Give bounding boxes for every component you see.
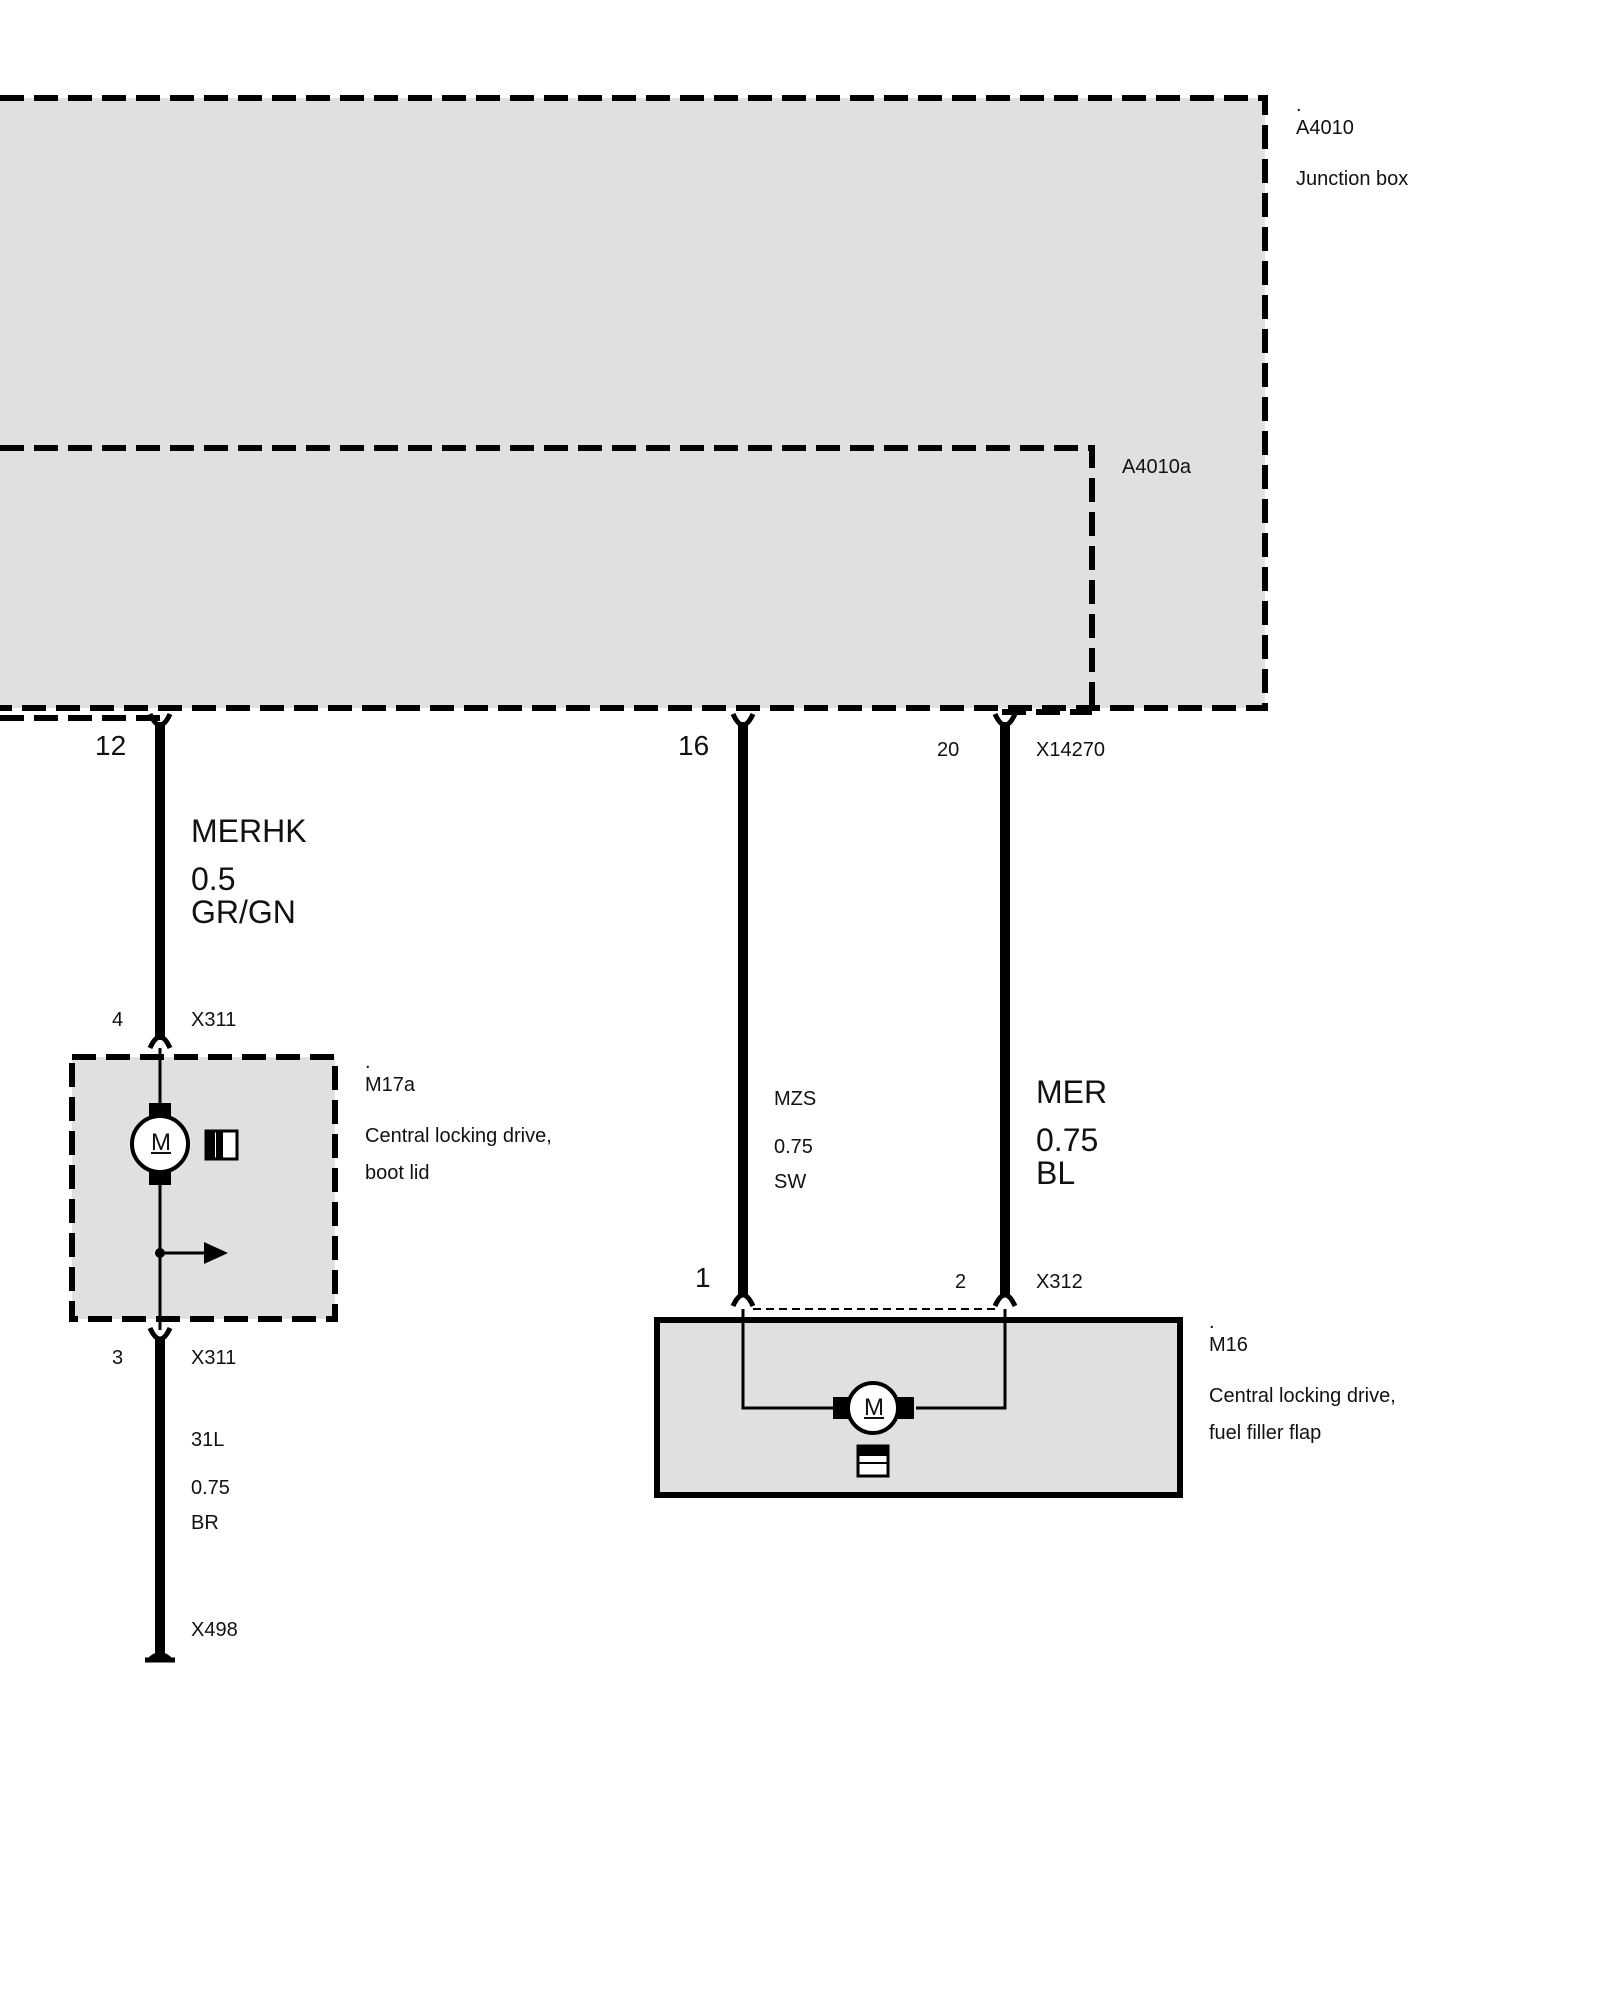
- wire-merhk-signal: MERHK: [191, 813, 307, 849]
- pin-2-socket: [992, 1292, 1018, 1308]
- junction-box-bottom-edge: [0, 709, 1092, 721]
- pin-1: 1: [695, 1262, 711, 1293]
- pin-3: 3: [112, 1347, 124, 1369]
- motor-m16-terminal-left: [833, 1397, 849, 1419]
- connector-x498: X498: [191, 1619, 238, 1641]
- junction-box-a4010-outline: [0, 95, 1268, 711]
- wire-merhk-color: GR/GN: [191, 894, 296, 931]
- wire-mer-label: MER 0.75 BL: [1036, 1074, 1108, 1192]
- wire-merhk-label: MERHK 0.5 GR/GN: [191, 813, 307, 931]
- wire-31l-signal: 31L: [191, 1429, 225, 1451]
- m17a-outline: [69, 1054, 338, 1322]
- wire-mer-size: 0.75: [1036, 1121, 1099, 1158]
- pin-2: 2: [955, 1271, 967, 1293]
- motor-m16-glyph: M: [864, 1394, 884, 1421]
- pin-20: 20: [937, 739, 960, 761]
- m16-label: . M16 Central locking drive, fuel filler…: [1209, 1305, 1396, 1451]
- m17a-name-line2: boot lid: [365, 1162, 430, 1184]
- wire-mer-signal: MER: [1036, 1074, 1108, 1110]
- pin-12: 12: [95, 730, 127, 761]
- motor-m16-terminal-right: [898, 1397, 914, 1419]
- connector-x14270: X14270: [1036, 739, 1105, 761]
- pin-4-socket: [147, 1034, 173, 1050]
- module-a4010a-outline: [0, 445, 1095, 708]
- ground-icon: [147, 1652, 173, 1659]
- wire-mzs-size: 0.75: [774, 1136, 813, 1158]
- m17a-dot: .: [365, 1051, 371, 1073]
- wire-mzs-color: SW: [774, 1171, 807, 1193]
- wire-31l-size: 0.75: [191, 1477, 230, 1499]
- motor-terminal-bottom: [149, 1171, 171, 1185]
- a4010-name: Junction box: [1296, 168, 1409, 190]
- connector-x312: X312: [1036, 1271, 1083, 1293]
- pin-1-socket: [730, 1292, 756, 1308]
- connector-x311-top: X311: [191, 1009, 237, 1031]
- m17a-label: . M17a Central locking drive, boot lid: [365, 1045, 552, 1191]
- pin-16: 16: [678, 730, 710, 761]
- m16-internal-wiring: [741, 1309, 1007, 1410]
- motor-terminal-top: [149, 1103, 171, 1117]
- wire-31l-color: BR: [191, 1512, 219, 1534]
- arrow-icon: [204, 1242, 228, 1264]
- a4010-label: . A4010 Junction box: [1296, 88, 1408, 197]
- pin-4: 4: [112, 1009, 124, 1031]
- a4010-dot: .: [1296, 94, 1302, 116]
- m17a-name-line1: Central locking drive,: [365, 1125, 552, 1147]
- m16-dot: .: [1209, 1311, 1215, 1333]
- m16-name-line2: fuel filler flap: [1209, 1422, 1322, 1444]
- wire-mer-color: BL: [1036, 1155, 1076, 1192]
- a4010a-id: A4010a: [1122, 456, 1191, 478]
- boot-lid-icon: [204, 1129, 239, 1161]
- m16-id: M16: [1209, 1334, 1248, 1356]
- wire-merhk-size: 0.5: [191, 860, 236, 897]
- m16-name-line1: Central locking drive,: [1209, 1385, 1396, 1407]
- m17a-id: M17a: [365, 1074, 416, 1096]
- motor-m17a-glyph: M: [151, 1129, 171, 1156]
- connector-x311-bottom: X311: [191, 1347, 237, 1369]
- fuel-flap-icon: [856, 1444, 890, 1478]
- wire-mzs-signal: MZS: [774, 1088, 817, 1110]
- a4010-id: A4010: [1296, 117, 1354, 139]
